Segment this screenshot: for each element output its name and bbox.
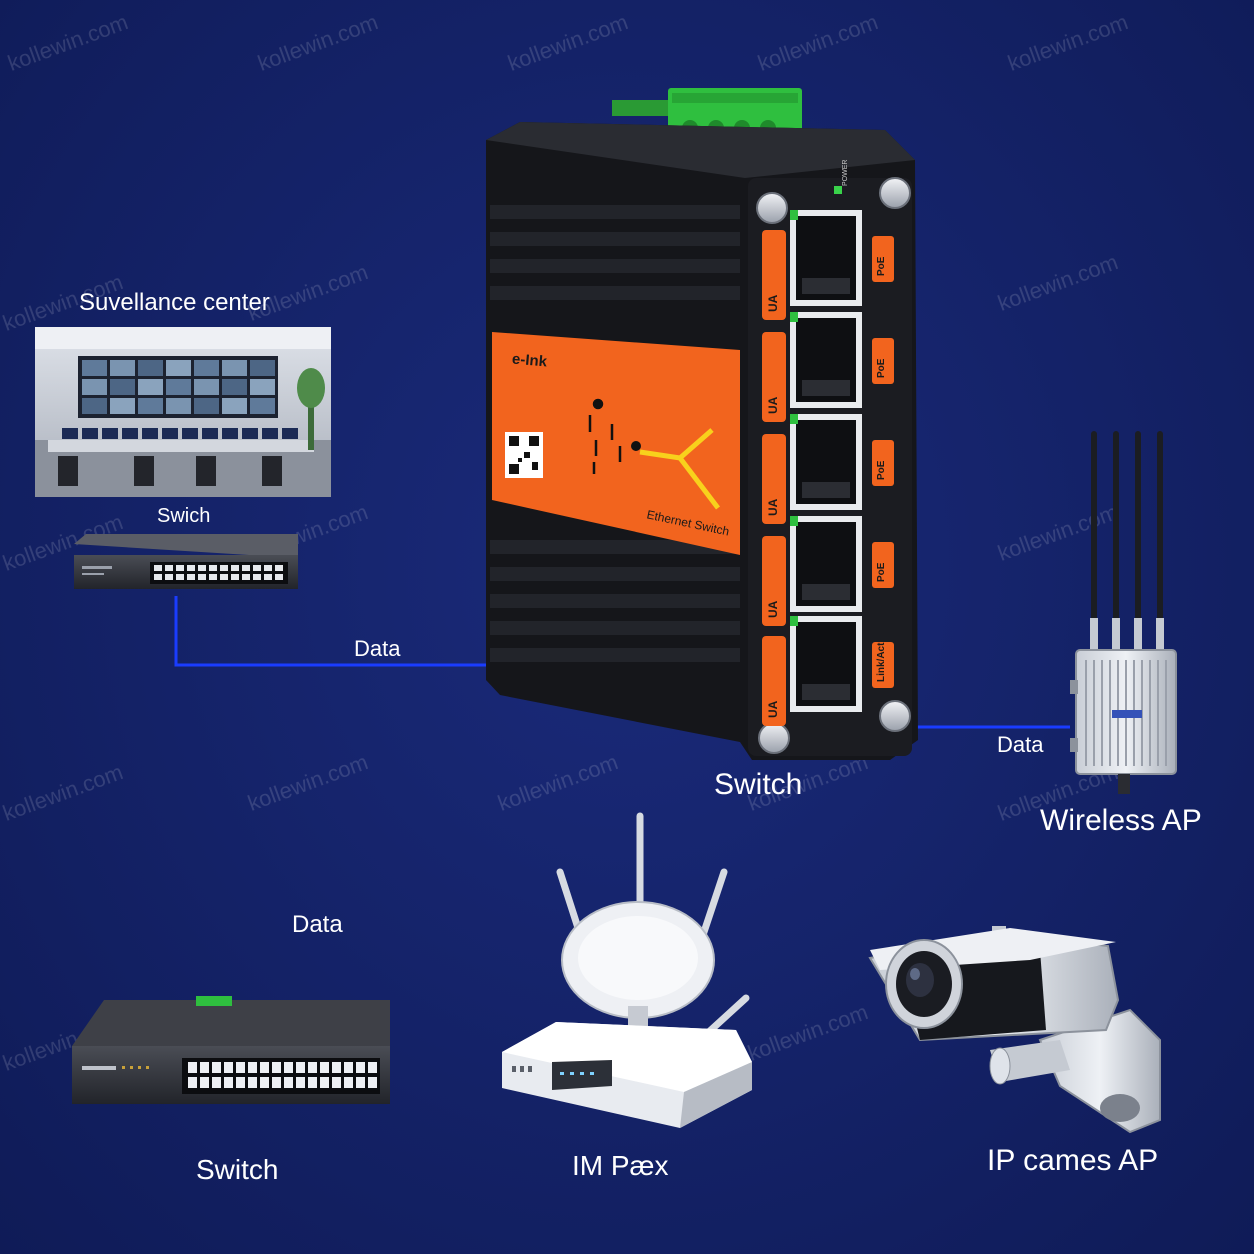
- port-tag-box: [872, 642, 894, 688]
- port-tag-box: [872, 338, 894, 384]
- port-side-tag-text: UA: [766, 396, 780, 414]
- port-side-tag-text: UA: [766, 700, 780, 718]
- rack-switch-large: [72, 996, 390, 1104]
- port-tag: Link/Act: [876, 642, 887, 682]
- rj45-ports: [762, 210, 894, 726]
- power-led-label: POWER: [842, 159, 849, 186]
- port-side-tag-text: UA: [766, 600, 780, 618]
- port-tag-box: [872, 440, 894, 486]
- surveillance-center-label: Suvellance center: [79, 289, 270, 316]
- switch-side-label: [492, 332, 740, 555]
- data-label-right: Data: [997, 732, 1044, 757]
- port-tag: PoE: [876, 460, 887, 480]
- qr-code: [505, 432, 543, 478]
- port-side-tag-text: UA: [766, 294, 780, 312]
- switch-center-label: Switch: [714, 768, 803, 801]
- port-tag: PoE: [876, 256, 887, 276]
- brand-logo: e-Ink: [511, 350, 548, 371]
- ip-cames-label: IP cames AP: [987, 1144, 1159, 1177]
- port-side-tag: [762, 536, 786, 626]
- im-paex-label: IM Pæx: [572, 1150, 669, 1181]
- port-tag: PoE: [876, 562, 887, 582]
- switch-bottom-label: Switch: [196, 1154, 279, 1185]
- port-tag: PoE: [876, 358, 887, 378]
- swich-label: Swich: [157, 505, 211, 527]
- ip-camera-image: [868, 926, 1161, 1134]
- data-label-bottom: Data: [292, 911, 343, 938]
- port-side-tag-text: UA: [766, 498, 780, 516]
- port-side-tag: [762, 636, 786, 726]
- rack-switch-small: [74, 534, 298, 589]
- port-tag-box: [872, 236, 894, 282]
- industrial-switch: [486, 88, 918, 760]
- surveillance-center-image: [35, 327, 331, 497]
- data-label-left: Data: [354, 636, 401, 661]
- router-image: [502, 812, 752, 1128]
- port-side-tag: [762, 332, 786, 422]
- port-tag-box: [872, 542, 894, 588]
- port-side-tag: [762, 434, 786, 524]
- port-side-tag: [762, 230, 786, 320]
- wireless-ap-label: Wireless AP: [1040, 804, 1202, 837]
- wireless-ap-image: [1070, 431, 1177, 794]
